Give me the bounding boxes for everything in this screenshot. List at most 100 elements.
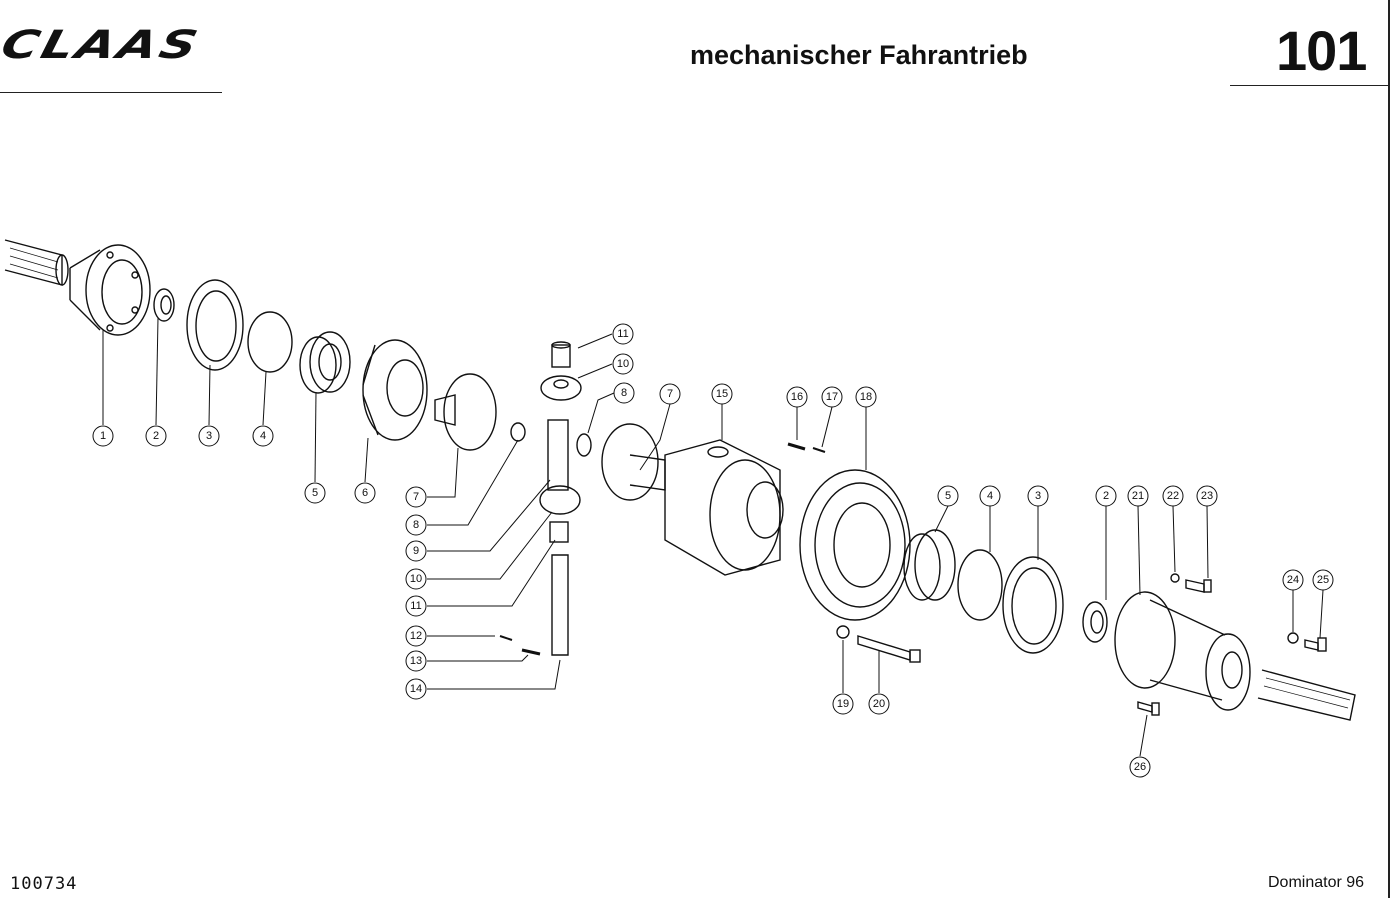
model-name: Dominator 96 [1268,874,1365,891]
part-2-seal-right [1082,601,1108,643]
callout-8: 8 [405,514,427,536]
part-5-bearing-right [903,529,956,601]
callout-3-right: 3 [1027,485,1049,507]
svg-text:11: 11 [617,328,628,340]
part-22-washer [1170,573,1180,583]
svg-text:4: 4 [987,490,993,502]
svg-text:10: 10 [617,358,629,370]
part-10-pinion-lower [539,485,581,515]
callout-11-top: 11 [612,323,634,345]
part-14-cross-shaft [551,554,569,656]
part-9-spacer-tube [547,419,569,491]
part-7-bevel-gear [434,373,497,451]
header-rule-left [0,92,222,93]
svg-text:8: 8 [413,519,419,531]
callout-23: 23 [1196,485,1218,507]
part-12-13-pins [499,635,541,656]
page-number: 101 [1276,19,1367,82]
svg-text:15: 15 [716,388,728,400]
svg-text:18: 18 [860,391,872,403]
svg-text:12: 12 [410,630,422,642]
svg-text:9: 9 [413,545,419,557]
part-21-axle-housing [1114,591,1251,711]
page-title: mechanischer Fahrantrieb [690,40,1028,70]
part-15-differential-case [664,439,784,576]
callout-21: 21 [1127,485,1149,507]
part-7-bevel-gear-right [601,423,666,501]
svg-text:10: 10 [410,573,422,585]
svg-text:6: 6 [362,487,368,499]
callouts: 1 2 3 4 5 6 7 8 9 10 11 12 13 14 11 10 8… [92,323,1334,778]
svg-text:7: 7 [413,491,419,503]
callout-5: 5 [304,482,326,504]
callout-25: 25 [1312,569,1334,591]
callout-4-right: 4 [979,485,1001,507]
left-axle-shaft [4,239,69,286]
header-rule-right [1230,85,1390,86]
part-3-gasket-right [1002,556,1064,654]
part-11-bushing-lower [549,521,569,543]
svg-text:3: 3 [1035,490,1041,502]
callout-leader-lines [102,317,1324,757]
part-3-gasket [186,279,244,371]
svg-text:11: 11 [410,600,421,612]
callout-11: 11 [405,595,427,617]
part-25-bolt [1304,637,1327,652]
part-16-17-pins [787,442,826,453]
part-26-bolt [1137,701,1160,716]
part-6-housing-cover [362,339,428,441]
svg-text:1: 1 [100,430,106,442]
svg-text:13: 13 [410,655,422,667]
callout-19: 19 [832,693,854,715]
part-8-retaining-ring [510,422,526,442]
callout-8-top: 8 [613,382,635,404]
callout-26: 26 [1129,756,1151,778]
callout-9: 9 [405,540,427,562]
part-20-bolt [857,635,921,663]
callout-12: 12 [405,625,427,647]
part-10-pinion-top [540,375,582,401]
part-4-o-ring [247,311,293,373]
svg-text:23: 23 [1201,490,1213,502]
svg-text:26: 26 [1134,761,1146,773]
callout-6: 6 [354,482,376,504]
part-4-o-ring-right [957,549,1003,621]
svg-text:19: 19 [837,698,849,710]
svg-text:17: 17 [826,391,838,403]
part-8-ring-top [576,433,592,457]
callout-15: 15 [711,383,733,405]
svg-text:8: 8 [621,387,627,399]
callout-20: 20 [868,693,890,715]
svg-text:24: 24 [1287,574,1299,586]
svg-text:5: 5 [945,490,951,502]
svg-text:16: 16 [791,391,803,403]
svg-text:20: 20 [873,698,885,710]
callout-10-top: 10 [612,353,634,375]
callout-2-right: 2 [1095,485,1117,507]
part-5-bearing [299,331,351,394]
part-1-flange-housing [69,244,151,336]
svg-text:3: 3 [206,430,212,442]
part-23-bolt [1185,579,1212,593]
svg-text:7: 7 [667,388,673,400]
part-19-nut [836,625,850,639]
callout-1: 1 [92,425,114,447]
callout-4: 4 [252,425,274,447]
callout-24: 24 [1282,569,1304,591]
callout-10: 10 [405,568,427,590]
svg-text:4: 4 [260,430,266,442]
callout-17: 17 [821,386,843,408]
svg-text:2: 2 [1103,490,1109,502]
svg-text:5: 5 [312,487,318,499]
svg-text:14: 14 [410,683,422,695]
svg-text:22: 22 [1167,490,1179,502]
callout-22: 22 [1162,485,1184,507]
svg-text:25: 25 [1317,574,1329,586]
callout-14: 14 [405,678,427,700]
right-axle-shaft [1257,669,1356,721]
callout-16: 16 [786,386,808,408]
part-2-seal [153,288,175,322]
svg-text:2: 2 [153,430,159,442]
